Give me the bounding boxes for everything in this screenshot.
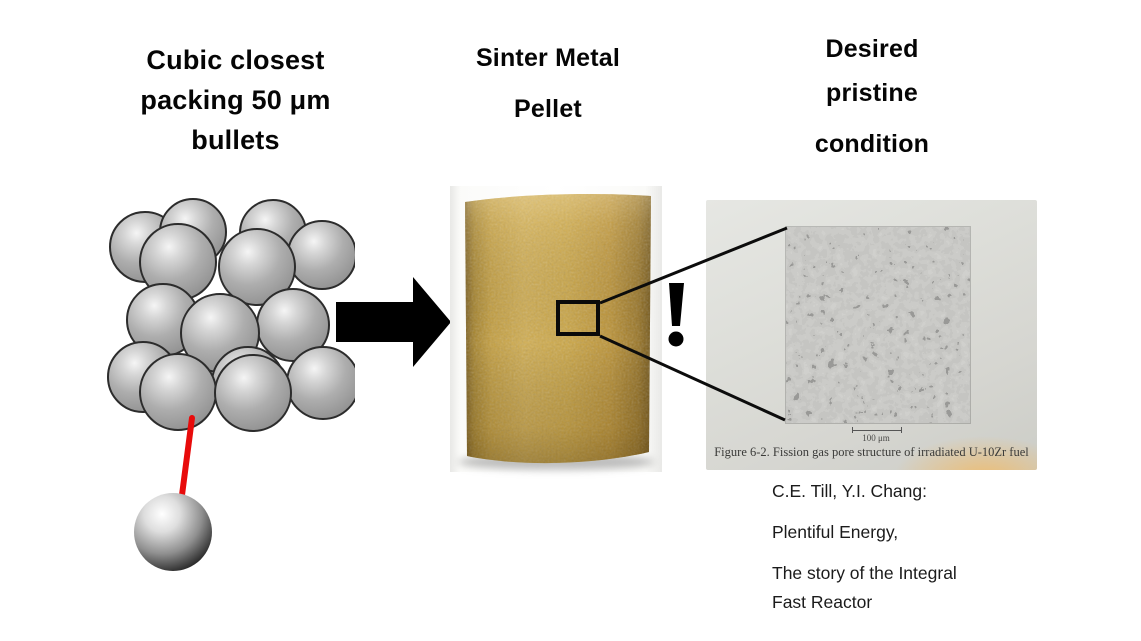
title-line: condition (814, 130, 930, 158)
title-line: Desired (825, 35, 919, 63)
title-cubic-packing: Cubic closest packing 50 μm bullets (108, 40, 363, 160)
title-line: Sinter Metal (475, 44, 621, 72)
figure-caption: Figure 6-2. Fission gas pore structure o… (714, 445, 1029, 459)
sphere-cluster (107, 198, 355, 432)
citation-authors: C.E. Till, Y.I. Chang: (772, 481, 927, 501)
citation-subtitle: The story of the Integral Fast Reactor (772, 563, 957, 612)
title-line: Pellet (514, 95, 582, 123)
title-line: Cubic closest (146, 45, 325, 75)
scale-bar (852, 427, 902, 433)
book-scan-photo: 100 μm Figure 6-2. Fission gas pore stru… (706, 200, 1037, 470)
sphere-packing-illustration (107, 198, 355, 571)
scale-bar-label: 100 μm (862, 433, 890, 443)
title-line: bullets (191, 125, 280, 155)
title-line: packing 50 μm (140, 85, 331, 115)
single-bullet-sphere (134, 493, 212, 571)
citation-block: C.E. Till, Y.I. Chang: Plentiful Energy,… (772, 477, 992, 629)
title-line: pristine (826, 79, 918, 107)
zoom-region-rect (556, 300, 600, 336)
fission-gas-pore-micrograph (786, 227, 970, 423)
exclamation-icon (668, 283, 684, 347)
citation-title: Plentiful Energy, (772, 522, 899, 542)
zoom-connector-lines (599, 226, 788, 422)
right-arrow-icon (336, 277, 451, 367)
red-pointer-line (179, 415, 195, 498)
title-desired-condition: Desired pristine condition (778, 27, 966, 166)
title-sinter-pellet: Sinter Metal Pellet (455, 33, 641, 135)
